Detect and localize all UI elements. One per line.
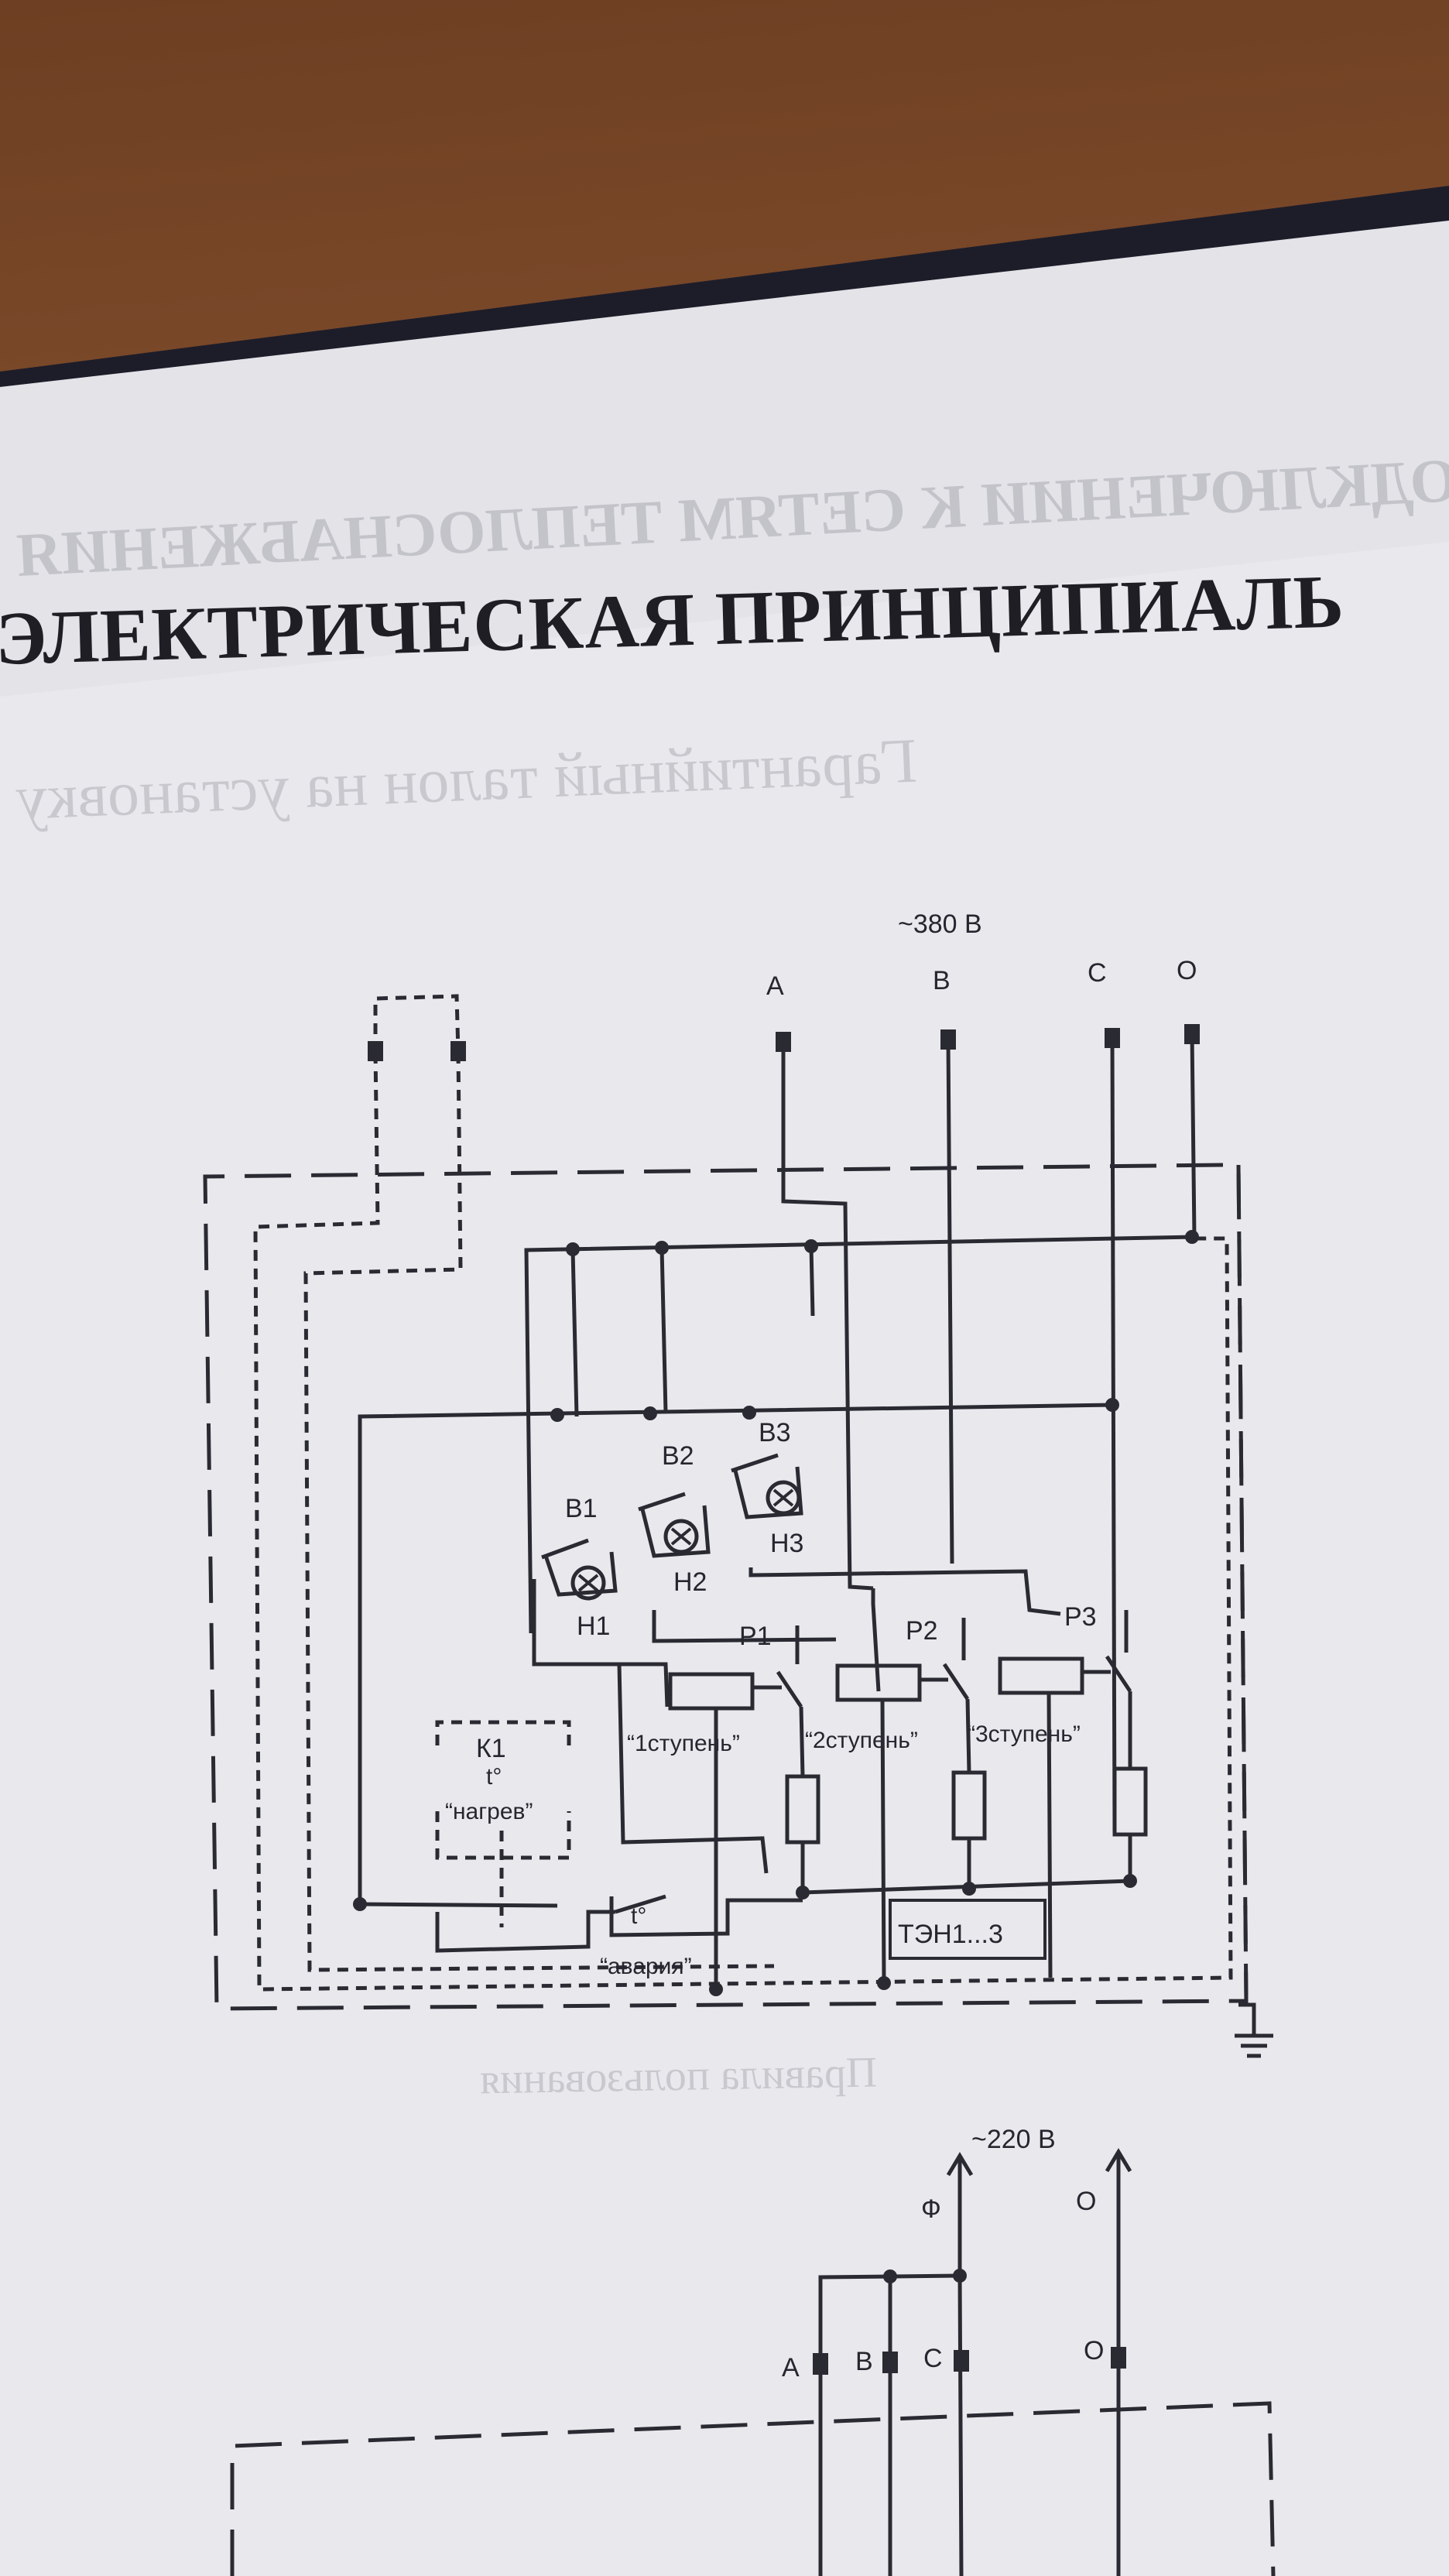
neutral-terminal-label: О [1084, 2336, 1104, 2365]
relay-p1: Р1 “1ступень” [627, 1622, 803, 1756]
switch-b3: В3 [731, 1418, 803, 1519]
ground-symbol [1235, 2002, 1273, 2058]
supply-voltage-label: ~380 В [898, 909, 982, 939]
thermostat-name: К1 [476, 1734, 506, 1763]
switch-b1: В1 [541, 1494, 618, 1597]
relay-p2: Р2 “2ступень” [805, 1616, 970, 1753]
stage-label-3: “3ступень” [968, 1721, 1081, 1747]
stage-label-2: “2ступень” [805, 1728, 918, 1753]
supply-voltage-label-2: ~220 В [971, 2125, 1056, 2154]
terminal-label-b: B [855, 2347, 873, 2376]
heater-elements: ТЭН1...3 [785, 1691, 1148, 1960]
phase-label-c: C [1088, 958, 1107, 988]
lamp-h1: Н1 [570, 1565, 610, 1641]
heater-label: ТЭН1...3 [898, 1920, 1003, 1949]
alarm-symbol: t° [631, 1903, 646, 1929]
lamp-h2: Н2 [663, 1519, 707, 1597]
supply-lines [524, 1024, 1200, 1835]
terminal-label-c: C [923, 2344, 943, 2373]
alarm-thermostat: t° “авария” [600, 1894, 803, 1979]
lamp-label-h1: Н1 [577, 1612, 610, 1641]
control-wiring [532, 1567, 1061, 1874]
switch-label-b1: В1 [565, 1494, 598, 1523]
lamp-label-h2: Н2 [673, 1567, 707, 1597]
alarm-label: “авария” [600, 1954, 692, 1979]
thermostat-symbol: t° [486, 1764, 502, 1790]
relay-label-p2: Р2 [906, 1616, 938, 1646]
terminal-label-a: A [782, 2353, 800, 2382]
return-lines [353, 1692, 1053, 1996]
phase-label-o: O [1177, 956, 1197, 985]
thermostat-label: “нагрев” [445, 1799, 533, 1824]
phase-label-b: B [933, 966, 951, 995]
switch-label-b2: В2 [662, 1441, 694, 1471]
thermostat-k1: К1 t° “нагрев” [435, 1720, 615, 1953]
lamp-h3: Н3 [766, 1480, 803, 1558]
phase-label-a: A [766, 971, 784, 1001]
switch-label-b3: В3 [759, 1418, 791, 1447]
neutral-label: О [1076, 2187, 1096, 2216]
sensor-leads [253, 994, 1233, 1992]
phase-label-f: Ф [921, 2194, 941, 2224]
bottom-supply [813, 2148, 1132, 2576]
lamp-label-h3: Н3 [770, 1529, 803, 1558]
relay-p3: Р3 “3ступень” [968, 1602, 1132, 1747]
relay-label-p1: Р1 [739, 1622, 772, 1651]
stage-label-1: “1ступень” [627, 1731, 740, 1756]
relay-label-p3: Р3 [1064, 1602, 1097, 1632]
switch-bus [358, 1245, 1119, 1904]
outer-enclosure [203, 1163, 1249, 2011]
